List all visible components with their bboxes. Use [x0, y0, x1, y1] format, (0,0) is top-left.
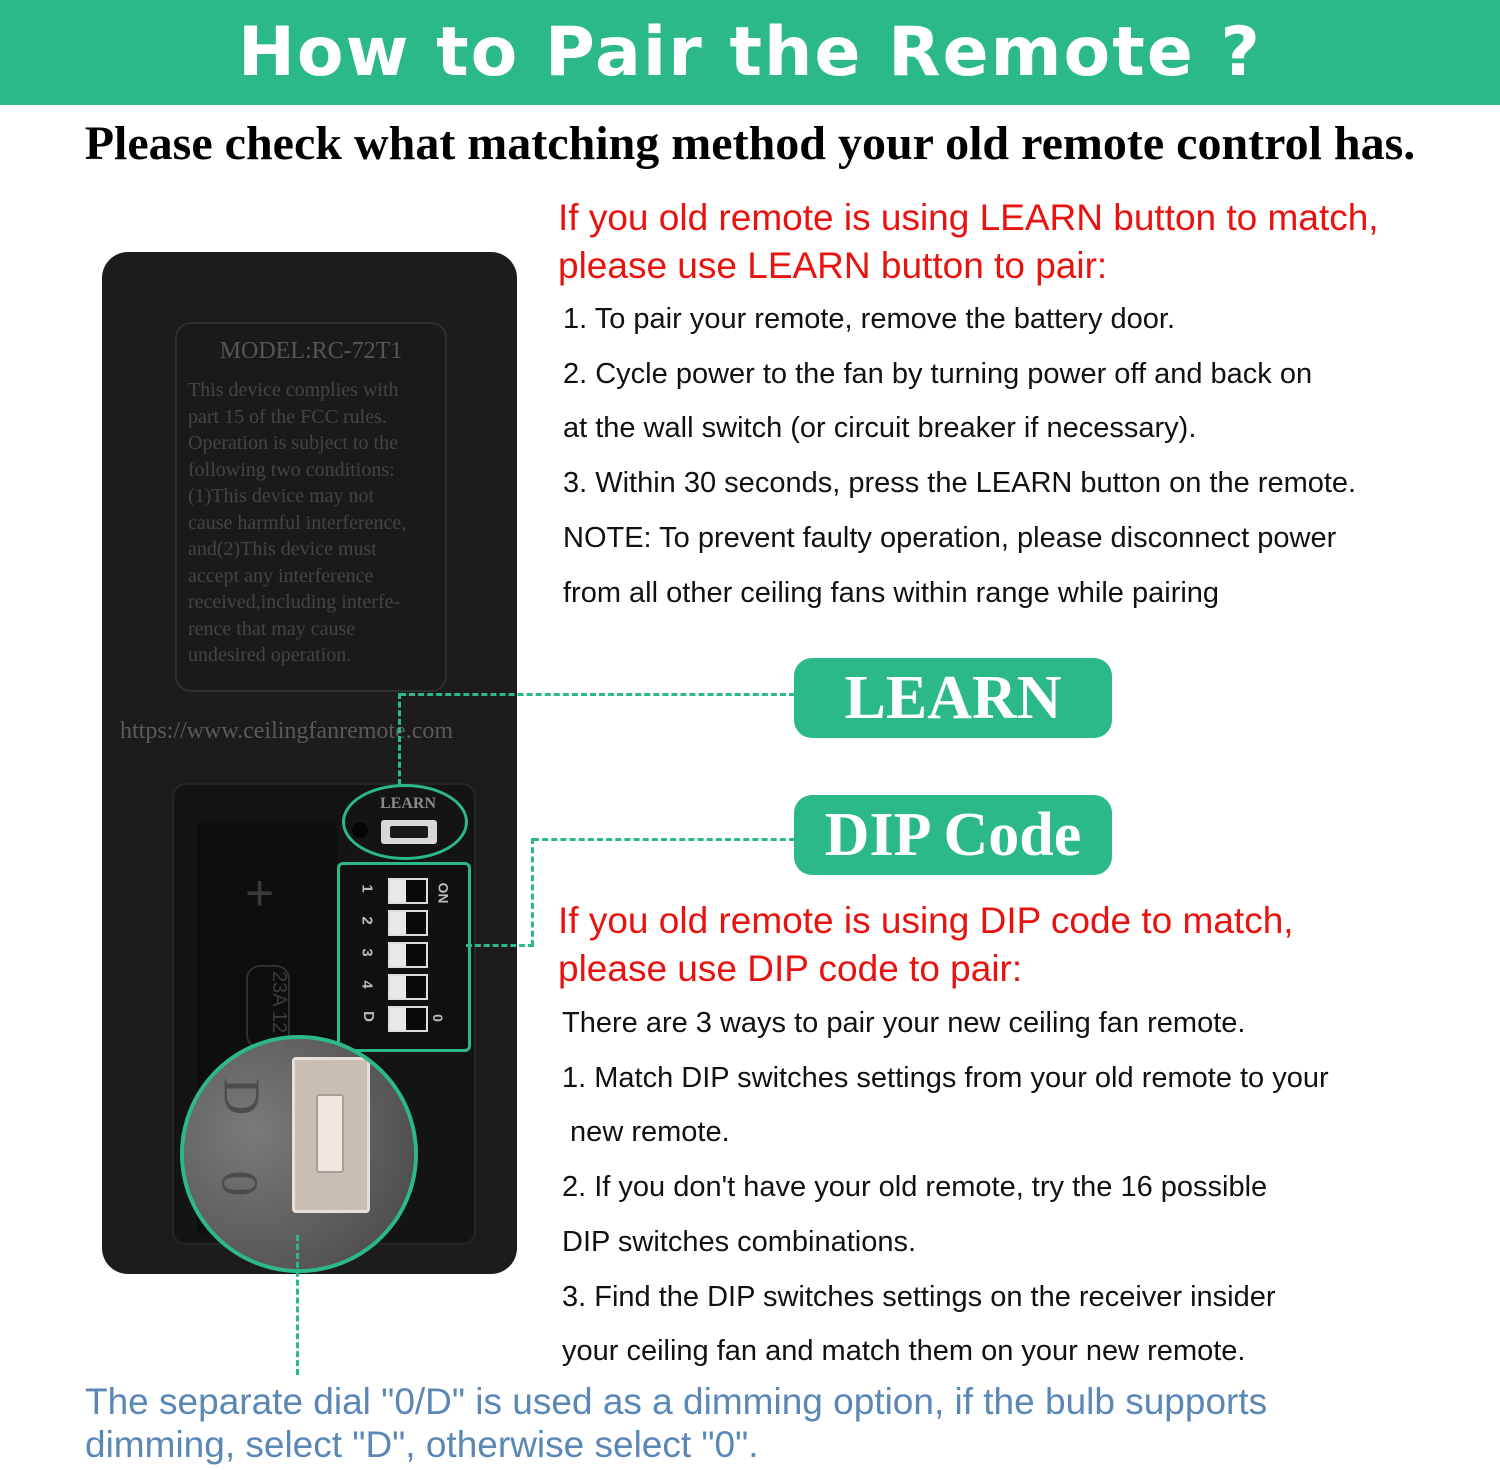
- dimming-note: The separate dial "0/D" is used as a dim…: [85, 1380, 1485, 1466]
- dimming-note-line: dimming, select "D", otherwise select "0…: [85, 1424, 759, 1465]
- learn-step: 1. To pair your remote, remove the batte…: [563, 303, 1176, 335]
- fcc-line: part 15 of the FCC rules.: [188, 405, 387, 428]
- dimmer-connector-line: [296, 1235, 299, 1375]
- fcc-text: This device complies with part 15 of the…: [188, 377, 440, 669]
- header-banner: How to Pair the Remote ?: [0, 0, 1500, 105]
- learn-connector-line: [400, 693, 795, 696]
- learn-heading-line: If you old remote is using LEARN button …: [558, 197, 1379, 238]
- dip-zero-label: 0: [429, 1014, 446, 1022]
- fcc-line: rence that may cause: [188, 617, 356, 640]
- battery-plus-sign: +: [245, 865, 275, 921]
- dip-switch-d[interactable]: [388, 1006, 428, 1032]
- learn-steps: 1. To pair your remote, remove the batte…: [563, 292, 1356, 620]
- model-text: MODEL:RC-72T1: [219, 338, 403, 364]
- fcc-line: undesired operation.: [188, 644, 352, 666]
- dip-number: 1: [358, 884, 376, 893]
- dip-step: 1. Match DIP switches settings from your…: [562, 1061, 1329, 1094]
- learn-heading-line: please use LEARN button to pair:: [558, 245, 1108, 286]
- dip-switch-4[interactable]: [388, 974, 428, 1000]
- fcc-label-panel: [175, 322, 447, 692]
- dip-number: 3: [358, 948, 376, 957]
- fcc-line: and(2)This device must: [188, 538, 377, 560]
- remote-url: https://www.ceilingfanremote.com: [120, 718, 454, 744]
- learn-callout: LEARN: [794, 658, 1112, 738]
- zoom-letter-d: D: [212, 1077, 270, 1116]
- dip-step: new remote.: [562, 1116, 730, 1149]
- learn-connector-drop: [398, 693, 401, 785]
- fcc-line: following two conditions:: [188, 458, 395, 481]
- dip-number: D: [359, 1011, 377, 1022]
- dip-switch-3[interactable]: [388, 942, 428, 968]
- dip-step: 2. If you don't have your old remote, tr…: [562, 1171, 1268, 1204]
- fcc-line: received,including interfe-: [188, 591, 401, 613]
- subtitle: Please check what matching method your o…: [84, 117, 1416, 170]
- dip-step: DIP switches combinations.: [562, 1225, 917, 1258]
- dip-step: There are 3 ways to pair your new ceilin…: [562, 1007, 1246, 1039]
- learn-step: NOTE: To prevent faulty operation, pleas…: [563, 521, 1337, 554]
- learn-heading: If you old remote is using LEARN button …: [558, 194, 1379, 290]
- learn-step: 2. Cycle power to the fan by turning pow…: [563, 357, 1313, 390]
- battery-label-text: 23A 12: [268, 971, 290, 1034]
- dip-connector-line: [533, 838, 795, 841]
- dimmer-dial-zoom: D 0: [180, 1035, 418, 1273]
- learn-highlight-circle: [342, 784, 468, 860]
- fcc-line: cause harmful interference,: [188, 511, 407, 534]
- learn-step: at the wall switch (or circuit breaker i…: [563, 412, 1197, 445]
- dip-heading-line: If you old remote is using DIP code to m…: [558, 900, 1294, 941]
- learn-step: from all other ceiling fans within range…: [563, 576, 1220, 609]
- dip-heading: If you old remote is using DIP code to m…: [558, 897, 1294, 993]
- dimming-note-line: The separate dial "0/D" is used as a dim…: [85, 1381, 1268, 1422]
- dip-number: 4: [358, 980, 376, 989]
- zoom-letter-0: 0: [210, 1170, 268, 1197]
- dip-step: your ceiling fan and match them on your …: [562, 1335, 1246, 1368]
- fcc-line: (1)This device may not: [188, 485, 375, 507]
- dip-step: 3. Find the DIP switches settings on the…: [562, 1280, 1276, 1313]
- dip-connector-drop: [531, 838, 534, 946]
- dip-code-callout: DIP Code: [794, 795, 1112, 875]
- dip-steps: There are 3 ways to pair your new ceilin…: [562, 996, 1329, 1379]
- fcc-line: Operation is subject to the: [188, 432, 398, 454]
- fcc-line: This device complies with: [188, 379, 399, 401]
- dip-switch-2[interactable]: [388, 910, 428, 936]
- dip-on-label: ON: [435, 882, 452, 904]
- page-title: How to Pair the Remote ?: [238, 13, 1262, 92]
- dip-switch-1[interactable]: [388, 878, 428, 904]
- dip-connector-link: [466, 944, 534, 947]
- fcc-line: accept any interference: [188, 564, 374, 587]
- dip-number: 2: [358, 916, 376, 925]
- learn-step: 3. Within 30 seconds, press the LEARN bu…: [563, 467, 1357, 500]
- dip-heading-line: please use DIP code to pair:: [558, 948, 1023, 989]
- dimmer-slider-knob[interactable]: [316, 1094, 344, 1173]
